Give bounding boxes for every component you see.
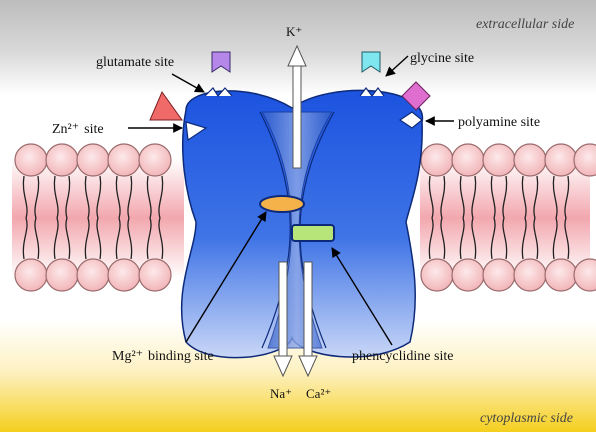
zn-site-label: site	[84, 122, 103, 137]
ion-na-label: Na⁺	[270, 386, 292, 401]
mg-binding-site-label: binding site	[148, 349, 214, 364]
phencyclidine-site-label: phencyclidine site	[352, 349, 453, 364]
membrane-right	[420, 144, 596, 291]
polyamine-site-label: polyamine site	[458, 115, 540, 130]
phencyclidine-ligand	[292, 225, 334, 241]
svg-text:Zn²⁺site: Zn²⁺ site	[52, 122, 104, 137]
cytoplasmic-label: cytoplasmic side	[480, 411, 573, 426]
glutamate-site-label: glutamate site	[96, 55, 174, 70]
svg-text:Mg²⁺binding site: Mg²⁺ binding site	[112, 349, 214, 364]
zn-symbol: Zn²⁺	[52, 122, 79, 137]
membrane-left	[12, 144, 184, 291]
extracellular-label: extracellular side	[476, 17, 574, 32]
ion-ca-label: Ca²⁺	[306, 386, 331, 401]
mg-symbol: Mg²⁺	[112, 349, 143, 364]
ion-k-label: K⁺	[286, 24, 302, 39]
glycine-site-label: glycine site	[410, 51, 474, 66]
mg-ion	[260, 196, 304, 212]
